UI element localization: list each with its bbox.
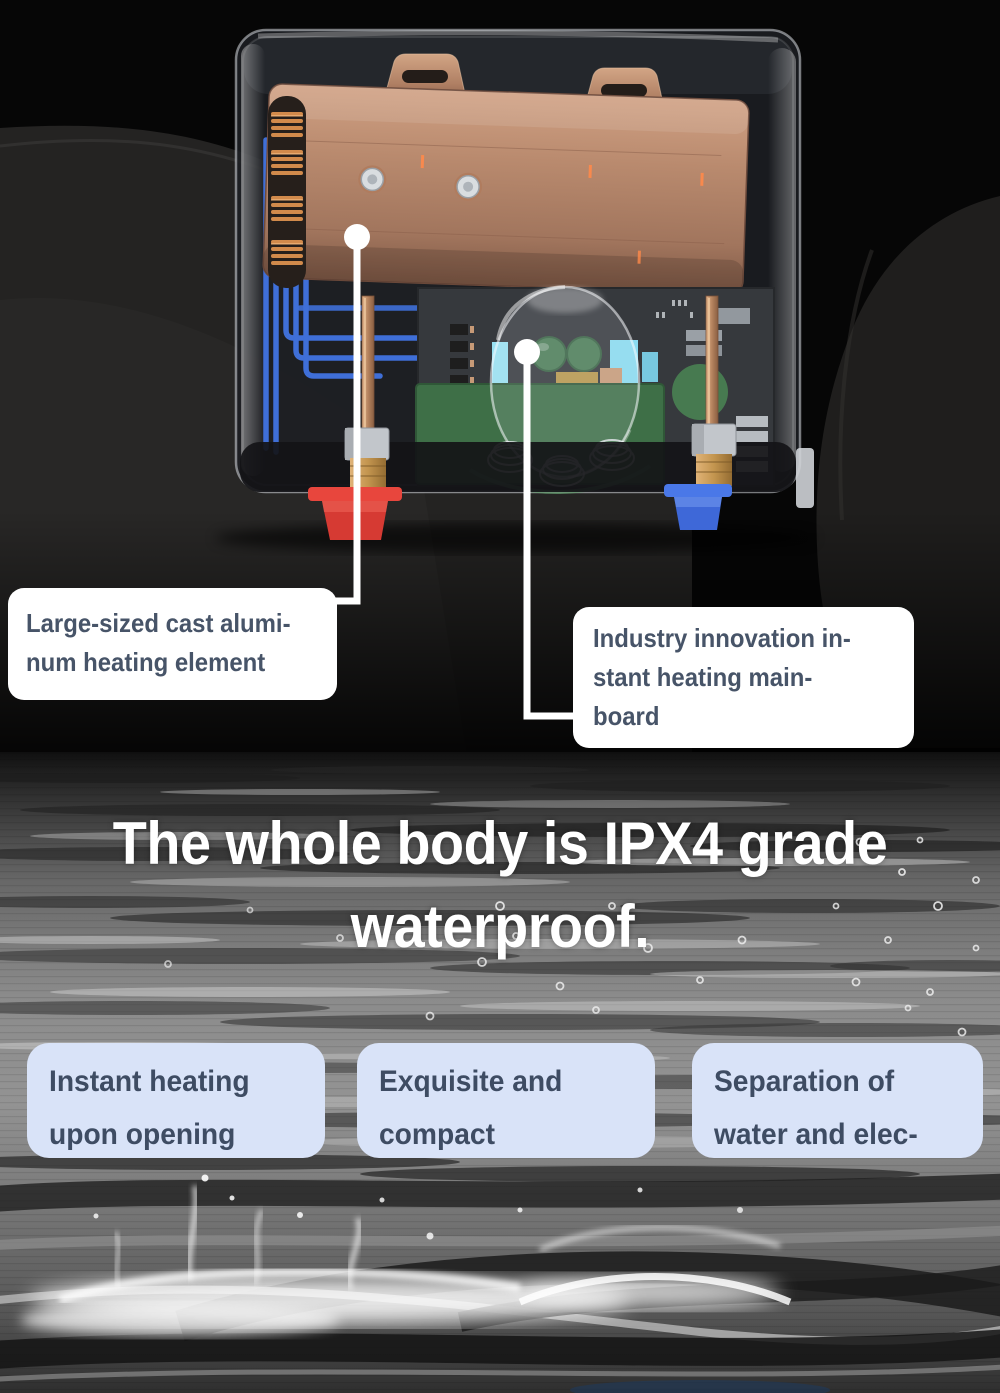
heating-element-plate xyxy=(262,83,750,295)
feature-text-line: Exquisite and xyxy=(379,1065,563,1098)
heating-coils xyxy=(268,96,306,288)
plate-screw xyxy=(358,165,387,194)
feature-card-instant-heating: Instant heating upon opening xyxy=(27,1043,325,1158)
capacitor xyxy=(566,336,602,372)
feature-text-line: Instant heating xyxy=(49,1065,250,1098)
cold-water-connector xyxy=(664,295,737,530)
callout-text-line: num heating element xyxy=(26,647,266,677)
callout-text-line: Large-sized cast alumi- xyxy=(26,608,291,638)
feature-text-line: compact xyxy=(379,1118,495,1151)
headline-line: The whole body is IPX4 grade xyxy=(112,810,888,877)
callout-heating-element: Large-sized cast alumi- num heating elem… xyxy=(8,588,337,700)
callout-connectors xyxy=(333,224,580,720)
feature-card-exquisite-compact: Exquisite and compact xyxy=(357,1043,655,1158)
callout-mainboard: Industry innovation in- stant heating ma… xyxy=(573,607,914,748)
cyan-chip xyxy=(642,352,658,382)
cyan-chip xyxy=(492,342,508,388)
heater-device xyxy=(215,28,815,553)
callout-dot-left xyxy=(344,224,370,250)
headline-line: waterproof. xyxy=(350,893,650,960)
callout-text-line: board xyxy=(593,701,660,731)
callout-text-line: stant heating main- xyxy=(593,662,813,692)
callout-dot-right xyxy=(514,339,540,365)
feature-text-line: upon opening xyxy=(49,1118,236,1151)
water-splash xyxy=(20,1174,781,1336)
callout-line-left xyxy=(333,237,361,605)
feature-text-line: water and elec- xyxy=(714,1118,918,1151)
waterproof-headline: The whole body is IPX4 grade waterproof. xyxy=(0,802,1000,968)
hot-water-connector xyxy=(308,295,402,540)
feature-text-line: Separation of xyxy=(714,1065,895,1098)
callout-text-line: Industry innovation in- xyxy=(593,623,851,653)
feature-card-water-electric-separation: Separation of water and elec- xyxy=(692,1043,983,1158)
side-tab xyxy=(796,448,814,508)
device-shadow xyxy=(215,523,815,553)
copper-block xyxy=(600,368,622,384)
callout-line-right xyxy=(523,352,580,720)
plate-screw xyxy=(454,172,483,201)
